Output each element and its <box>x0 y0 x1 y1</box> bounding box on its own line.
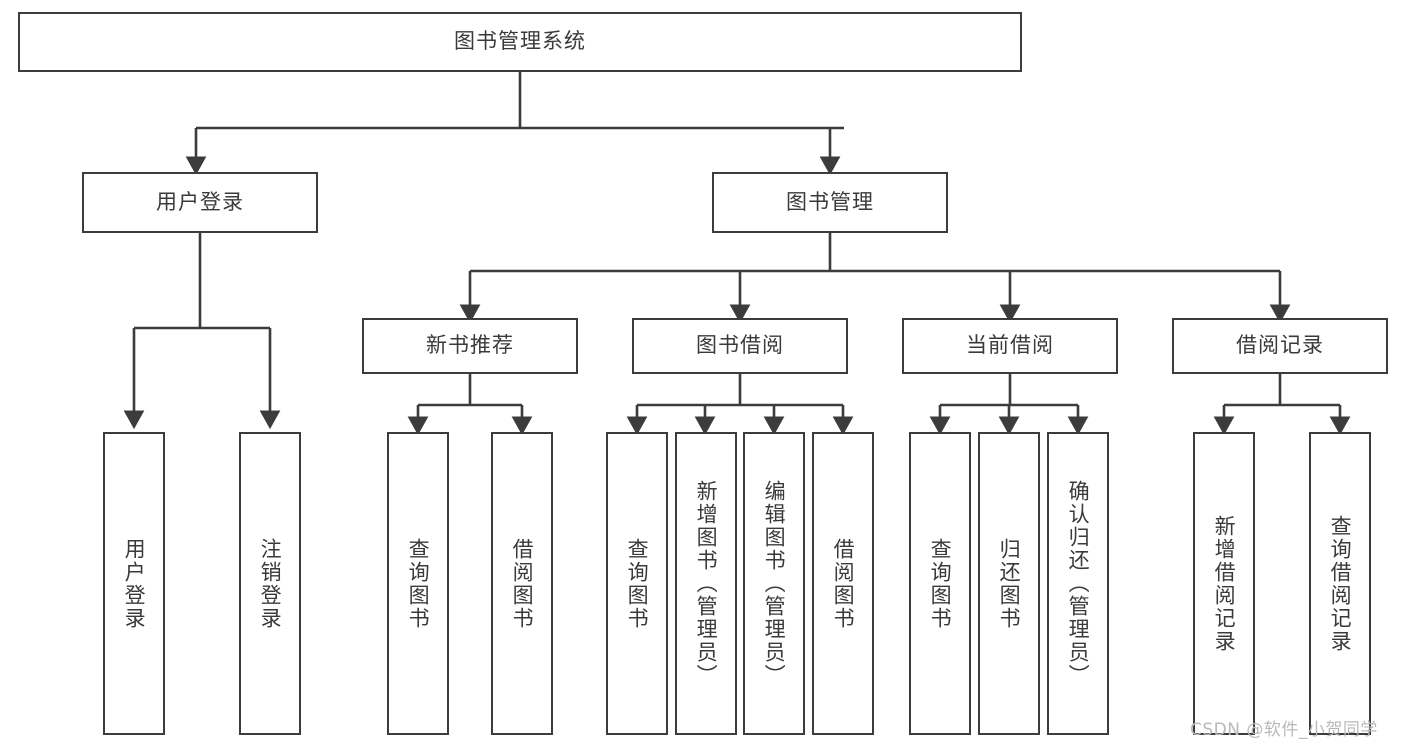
node-leaf-confirm-return-admin[interactable]: 确认归还（管理员） <box>1047 432 1109 735</box>
node-leaf-add-book-admin[interactable]: 新增图书（管理员） <box>675 432 737 735</box>
node-label: 编辑图书（管理员） <box>762 480 787 687</box>
node-label: 借阅图书 <box>510 537 535 630</box>
node-label: 查询借阅记录 <box>1328 514 1353 653</box>
node-book-management[interactable]: 图书管理 <box>712 172 948 233</box>
node-current-borrow[interactable]: 当前借阅 <box>902 318 1118 374</box>
node-leaf-add-borrow-record[interactable]: 新增借阅记录 <box>1193 432 1255 735</box>
node-label: 查询图书 <box>406 537 431 630</box>
node-label: 查询图书 <box>928 537 953 630</box>
node-new-book-recommend[interactable]: 新书推荐 <box>362 318 578 374</box>
node-leaf-query-borrow-record[interactable]: 查询借阅记录 <box>1309 432 1371 735</box>
node-label: 图书管理系统 <box>454 29 586 54</box>
node-leaf-return-book[interactable]: 归还图书 <box>978 432 1040 735</box>
csdn-watermark: CSDN @软件_小贺同学 <box>1190 720 1378 740</box>
node-label: 当前借阅 <box>966 333 1054 358</box>
node-label: 图书管理 <box>786 189 874 214</box>
node-leaf-user-login[interactable]: 用户登录 <box>103 432 165 735</box>
node-label: 图书借阅 <box>696 333 784 358</box>
node-label: 借阅记录 <box>1236 333 1324 358</box>
node-leaf-edit-book-admin[interactable]: 编辑图书（管理员） <box>743 432 805 735</box>
node-label: 用户登录 <box>156 189 244 214</box>
node-user-login[interactable]: 用户登录 <box>82 172 318 233</box>
node-label: 新书推荐 <box>426 333 514 358</box>
node-label: 用户登录 <box>122 537 147 630</box>
node-leaf-query-book-current[interactable]: 查询图书 <box>909 432 971 735</box>
node-leaf-logout[interactable]: 注销登录 <box>239 432 301 735</box>
node-label: 确认归还（管理员） <box>1066 480 1091 687</box>
node-label: 注销登录 <box>258 537 283 630</box>
node-borrow-record[interactable]: 借阅记录 <box>1172 318 1388 374</box>
node-label: 归还图书 <box>997 537 1022 630</box>
node-leaf-borrow-book-recommend[interactable]: 借阅图书 <box>491 432 553 735</box>
node-leaf-borrow-book-borrow[interactable]: 借阅图书 <box>812 432 874 735</box>
node-book-borrow[interactable]: 图书借阅 <box>632 318 848 374</box>
node-leaf-query-book-borrow[interactable]: 查询图书 <box>606 432 668 735</box>
node-label: 新增借阅记录 <box>1212 514 1237 653</box>
node-label: 查询图书 <box>625 537 650 630</box>
node-leaf-query-book-recommend[interactable]: 查询图书 <box>387 432 449 735</box>
node-root-book-management-system[interactable]: 图书管理系统 <box>18 12 1022 72</box>
node-label: 新增图书（管理员） <box>694 480 719 687</box>
node-label: 借阅图书 <box>831 537 856 630</box>
